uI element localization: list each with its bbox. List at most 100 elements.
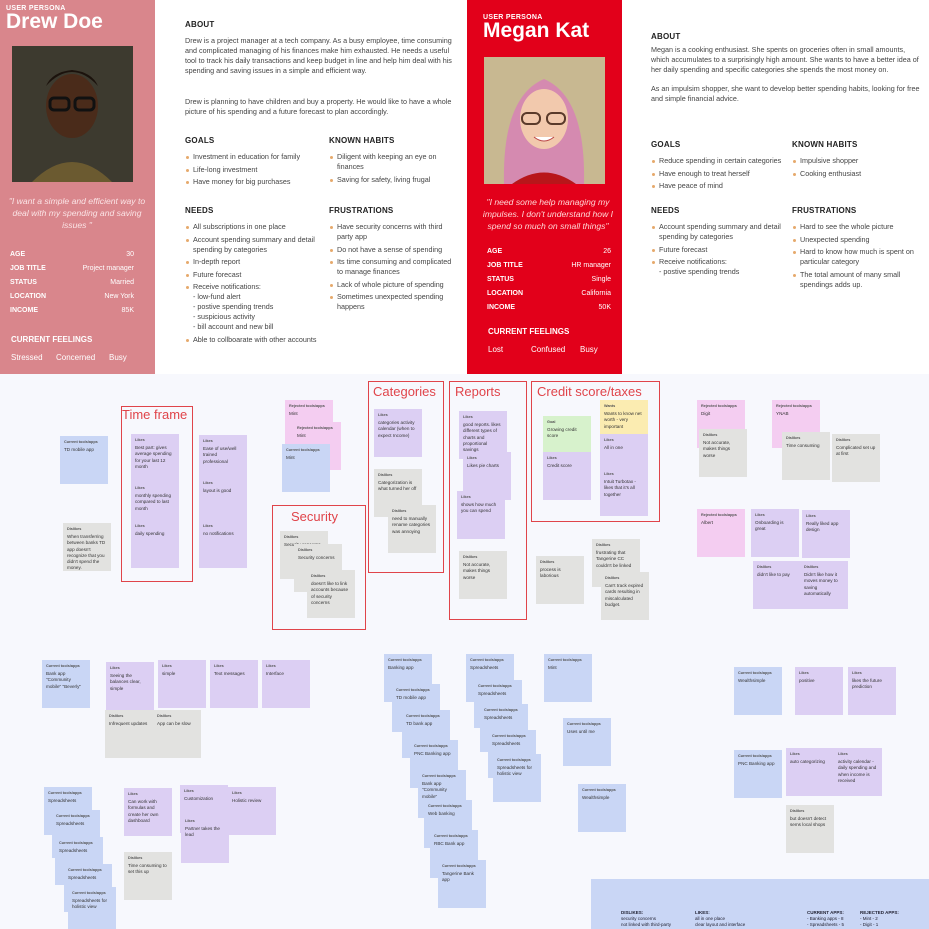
frustration-item: Lack of whole picture of spending [329,280,457,290]
habits-title: KNOWN HABITS [792,140,858,149]
field-label: INCOME [10,307,38,314]
field-value: Married [110,279,134,286]
note-category: Current tools/apps [48,791,82,795]
note-text: Partner takes the lead [185,826,220,838]
field-value: New York [104,293,134,300]
note-text: categories activity calendar (when to ex… [378,420,415,438]
note-category: Current tools/apps [497,758,531,762]
group-box-time-frame [121,406,193,582]
note-category: Current tools/apps [388,658,422,662]
note-category: Current tools/apps [68,868,102,872]
summary-dislikes-title: DISLIKES: [621,910,644,915]
goal-item: Have peace of mind [651,181,791,191]
goal-item: Investment in education for family [185,152,325,162]
note-text: didn't like to pay [757,572,790,578]
note-text: Text messages [214,671,245,677]
note-text: TD bank app [406,721,433,727]
note-text: Banking app [388,665,414,671]
frustration-item: Unexpected spending [792,235,922,245]
field-label: INCOME [487,304,515,311]
note-text: Intuit Turbotax - likes that it's all to… [604,479,636,497]
note-text: Can't track expired cards resulting in m… [605,583,644,607]
frustration-item: Have security concerns with third party … [329,222,457,242]
note-text: Digit [701,411,711,417]
feeling-1: Stressed [11,353,43,362]
note-category: Current tools/apps [72,891,106,895]
note-text: Holistic review [232,798,262,804]
summary-current: - Banking apps - 8 - Spreadsheets - 5 [807,916,845,927]
feeling-3: Busy [109,353,127,362]
frustrations-title: FRUSTRATIONS [329,206,394,215]
note-text: Can work with formulas and create her ow… [128,799,159,823]
note-category: Likes [184,789,194,793]
note-category: Likes [838,752,848,756]
summary-current-title: CURRENT APPS: [807,910,844,915]
note-category: Current tools/apps [422,774,456,778]
frustrations-title: FRUSTRATIONS [792,206,857,215]
note-category: Rejected tools/apps [701,513,737,517]
note-category: Current tools/apps [478,684,512,688]
note-text: Spreadsheets [68,875,97,881]
field-value: HR manager [571,262,611,269]
note-category: Current tools/apps [738,754,772,758]
note-text: Mint [297,433,306,439]
field-label: AGE [10,251,26,258]
